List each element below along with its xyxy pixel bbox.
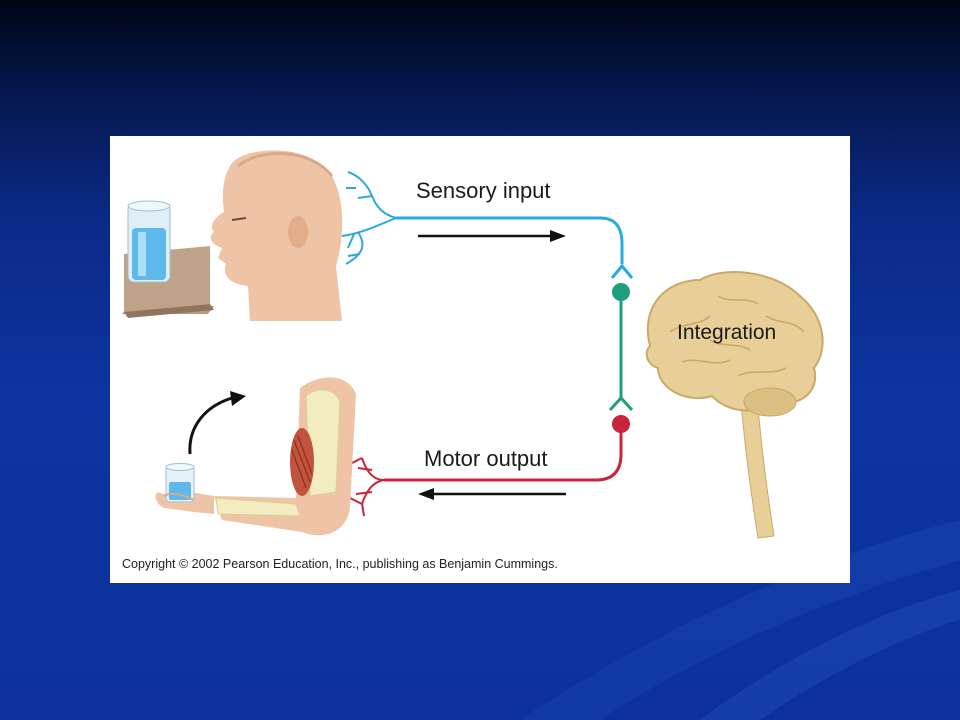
integration-label: Integration <box>677 321 777 344</box>
reflex-diagram-figure: Sensory input Motor output Integration C… <box>110 136 850 583</box>
motor-nerve-endings <box>349 457 385 517</box>
sensory-nerve-pathway <box>396 216 624 264</box>
sensory-nerve-endings <box>341 171 397 265</box>
interneuron <box>608 283 634 412</box>
table-with-glass <box>122 200 214 318</box>
diagram-artwork <box>122 150 824 539</box>
sensory-synapse-terminal <box>610 263 634 279</box>
brain-and-spinal-cord <box>645 271 824 539</box>
sensory-input-label: Sensory input <box>416 178 551 203</box>
copyright-notice: Copyright © 2002 Pearson Education, Inc.… <box>122 557 558 571</box>
motor-output-label: Motor output <box>424 446 548 471</box>
human-head <box>210 150 343 321</box>
motor-nerve-pathway <box>384 415 630 482</box>
motor-direction-arrow <box>418 488 566 500</box>
sensory-direction-arrow <box>418 230 566 242</box>
arm-movement-arrow <box>188 391 246 455</box>
arm-lifting-glass <box>155 377 356 536</box>
